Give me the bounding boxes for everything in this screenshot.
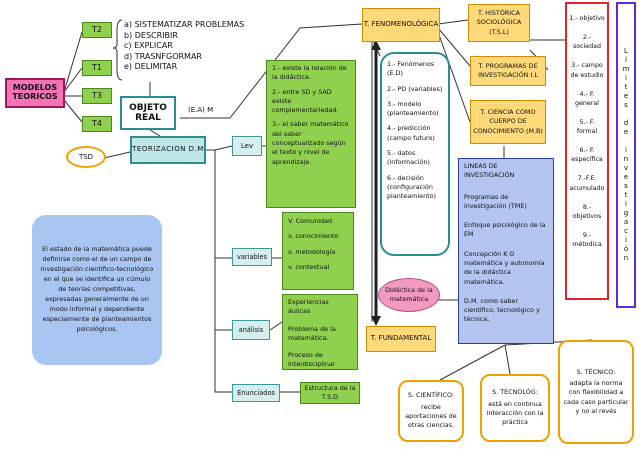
red-list-item: 8.- objetivos: [572, 203, 602, 220]
fenom-item: 1.- Fenómenos (E.D): [387, 60, 435, 78]
list-item: c) EXPLICAR: [124, 41, 173, 51]
s-tecnologico-box: S. TECNOLÓG: está en continua interacció…: [480, 374, 550, 442]
modelos-teoricos-title: MODELOS TEORICOS: [12, 83, 58, 101]
lineas-item: Programas de investigación (TME): [464, 192, 527, 210]
lineas-title: LINEAS DE INVESTIGACIÓN: [464, 162, 515, 180]
lineas-item: Enfoque psicológico de la EM: [464, 221, 546, 239]
t1-label: T1: [92, 62, 102, 72]
variable-item: v. metodología: [288, 247, 336, 256]
lev-statements: 1.- existe la relación de la didáctica. …: [266, 60, 356, 208]
analisis-item: Problema de la matemática.: [288, 324, 336, 342]
t3-box: T3: [82, 88, 112, 104]
fenom-item: 5.- datos (información): [387, 148, 430, 167]
s-cientifico-title: S. CIENTÍFICO:: [407, 391, 455, 400]
enunciados-text: Estructura de la T.S.D: [304, 383, 356, 401]
t-programas-box: T. PROGRAMAS DE INVESTIGACIÓN I.L: [470, 56, 546, 86]
t-fundamental-label: T. FUNDAMENTAL: [370, 334, 432, 343]
analisis-list: Experiencias áulicas Problema de la mate…: [282, 294, 358, 370]
t2-box: T2: [82, 22, 112, 38]
analisis-label: análisis: [238, 326, 264, 334]
enunciados-text-box: Estructura de la T.S.D: [300, 382, 360, 404]
fenom-item: 3.- modelo (planteamiento): [387, 99, 439, 118]
s-tecnico-title: S. TÉCNICO:: [576, 367, 616, 376]
analisis-item: Experiencias áulicas: [288, 298, 329, 316]
enunciados-box: Enunciados: [232, 384, 280, 402]
variables-label: variables: [236, 253, 268, 261]
variables-list: V. Comunidad v. conocimiento v. metodolo…: [282, 212, 354, 290]
tsd-label: TSD: [78, 153, 94, 161]
lev-statement: 2.- entre SD y SAD existe complementarie…: [272, 87, 339, 115]
s-tecnico-text: adapta la norma con flexibilidad a cada …: [563, 379, 629, 415]
t4-box: T4: [82, 116, 112, 132]
blue-note-text: El estado de la matemática puede definir…: [40, 245, 154, 333]
t-ciencia-label: T. CIENCIA COMO CUERPO DE CONOCIMIENTO (…: [473, 108, 543, 135]
list-item: d) TRASNFGORMAR: [124, 51, 202, 61]
red-list-item: 2.- sociedad: [572, 34, 602, 51]
limites-label: Límites de investigación: [622, 47, 630, 263]
fenom-item: 6.- decisión (configuración planteamient…: [387, 173, 437, 201]
lev-label: Lev: [240, 142, 254, 150]
s-tecnico-box: S. TÉCNICO: adapta la norma con flexibil…: [558, 340, 634, 444]
objeto-real-label: OBJETO REAL: [129, 102, 167, 123]
objeto-real-box: OBJETO REAL: [120, 96, 176, 130]
red-list-item: 4.- F. general: [575, 90, 599, 107]
didactica-oval: Didáctica de la matemática: [378, 278, 440, 312]
lev-box: Lev: [232, 136, 262, 156]
enunciados-label: Enunciados: [237, 389, 275, 397]
t-ciencia-box: T. CIENCIA COMO CUERPO DE CONOCIMIENTO (…: [470, 100, 546, 144]
lineas-investigacion-box: LINEAS DE INVESTIGACIÓN Programas de inv…: [458, 158, 554, 344]
s-tecnologico-title: S. TECNOLÓG:: [492, 388, 538, 397]
t2-label: T2: [92, 24, 102, 34]
list-item: b) DESCRIBIR: [124, 30, 178, 40]
variable-item: v. conocimiento: [288, 232, 339, 241]
t-fenomenologica-box: T. FENOMENOLÓGICA: [362, 8, 440, 42]
teorizacion-box: TEORIZACION D.M: [130, 136, 206, 164]
fenomenologica-items: 1.- Fenómenos (E.D) 2.- PD (variables) 3…: [380, 52, 450, 256]
red-list-item: 6.- F. específica: [571, 147, 603, 164]
red-list-box: 1.- objetivo 2.- sociedad 3.- campo de e…: [565, 2, 609, 300]
red-list-item: 7.-F.E. acumulado: [569, 175, 605, 192]
fenom-item: 2.- PD (variables): [387, 84, 443, 93]
red-list-item: 5.- F. formal: [576, 118, 598, 135]
list-item: a) SISTEMATIZAR PROBLEMAS: [124, 20, 245, 29]
ea-m-label: (E.A) M: [188, 106, 214, 114]
s-tecnologico-text: está en continua interacción con la prác…: [486, 399, 544, 427]
lev-statement: 3.- el saber matemático del saber concep…: [272, 120, 349, 166]
lineas-item: D.M. como saber científico, tecnológico …: [464, 296, 540, 324]
lineas-item: Concepción K O matemática y autonomía de…: [464, 249, 545, 286]
t-fundamental-box: T. FUNDAMENTAL: [366, 326, 436, 352]
modelos-action-list: a) SISTEMATIZAR PROBLEMAS b) DESCRIBIR c…: [124, 20, 274, 73]
tsd-oval: TSD: [66, 146, 106, 168]
list-item: e) DELIMITAR: [124, 62, 178, 72]
analisis-item: Proceso de interdisciplinar: [288, 351, 336, 369]
t-programas-label: T. PROGRAMAS DE INVESTIGACIÓN I.L: [478, 61, 538, 79]
t3-label: T3: [92, 90, 102, 100]
fenom-item: 4.- predicción (campo futuro): [387, 124, 435, 142]
red-list-item: 3.- campo de estudio: [570, 62, 604, 79]
teorizacion-label: TEORIZACION D.M: [132, 145, 204, 154]
modelos-teoricos-box: MODELOS TEORICOS: [5, 78, 65, 108]
t1-box: T1: [82, 60, 112, 76]
lev-statement: 1.- existe la relación de la didáctica.: [272, 64, 347, 82]
analisis-box: análisis: [232, 320, 270, 340]
s-cientifico-text: recibe aportaciones de otras ciencias.: [405, 402, 457, 430]
s-cientifico-box: S. CIENTÍFICO: recibe aportaciones de ot…: [398, 380, 464, 442]
t-historica-label: T. HISTÓRICA SOCIOLÓGICA (T.S.L): [476, 9, 522, 36]
variable-item: V. Comunidad: [288, 217, 333, 225]
didactica-label: Didáctica de la matemática: [385, 285, 433, 303]
limites-box: Límites de investigación: [616, 2, 636, 308]
red-list-item: 9.- métodica: [572, 231, 602, 248]
red-list-item: 1.- objetivo: [569, 15, 605, 22]
variable-item: v. contextual: [288, 262, 330, 271]
blue-note: El estado de la matemática puede definir…: [32, 215, 162, 365]
t-historica-box: T. HISTÓRICA SOCIOLÓGICA (T.S.L): [468, 4, 530, 42]
t-fenomenologica-label: T. FENOMENOLÓGICA: [363, 20, 439, 29]
variables-box: variables: [232, 248, 272, 266]
t4-label: T4: [92, 118, 102, 128]
